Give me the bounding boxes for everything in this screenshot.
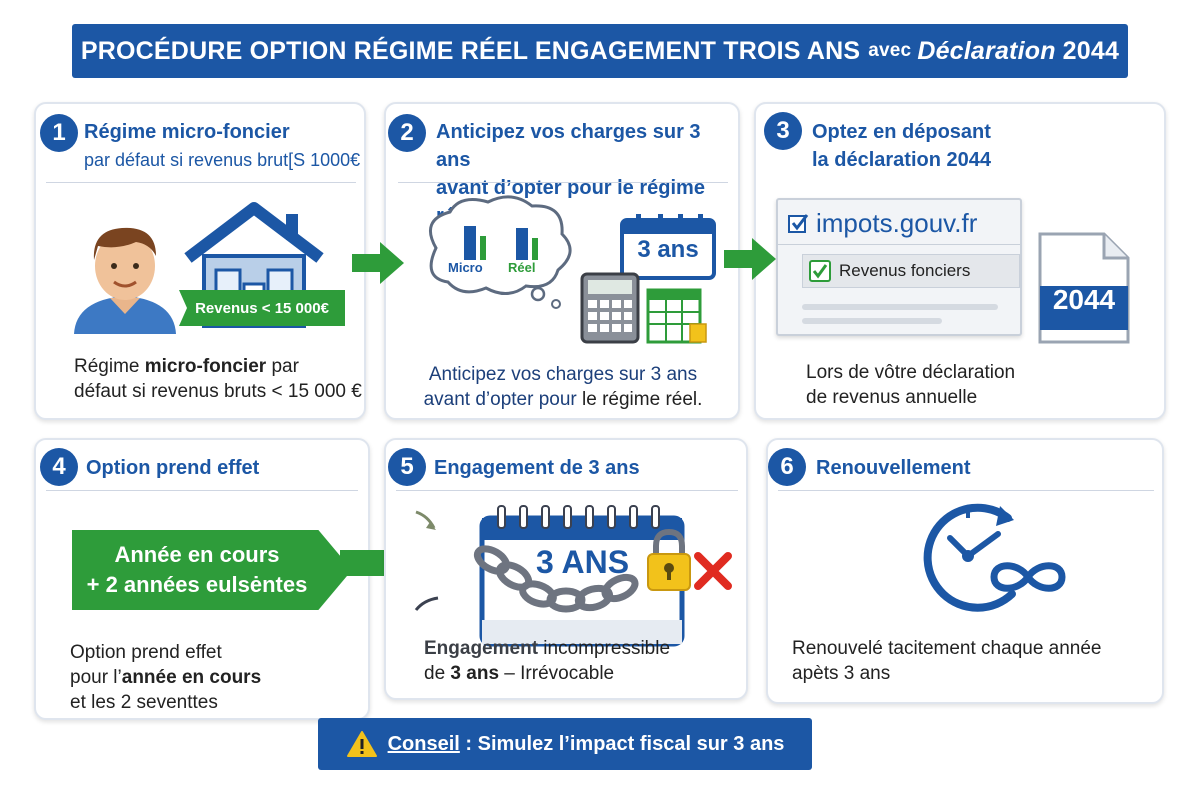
step-1-description: Régime micro-foncier par défaut si reven… — [74, 356, 362, 402]
step-2-divider — [398, 182, 728, 183]
spreadsheet-icon — [646, 288, 707, 344]
chain-icon — [473, 545, 639, 613]
checkbox-label: Revenus fonciers — [839, 261, 971, 280]
step-card-2: 2 Anticipez vos charges sur 3 ans avant … — [384, 102, 740, 420]
calendar-label: 3 ANS — [536, 544, 630, 580]
step-3-heading: Optez en déposant la déclaration 2044 — [812, 121, 991, 171]
step-number-5: 5 — [388, 448, 426, 486]
advice-text: : Simulez l’impact fiscal sur 3 ans — [459, 732, 785, 755]
step-number-3: 3 — [764, 112, 802, 150]
flow-arrow-2-3 — [724, 238, 776, 280]
step-4-description: Option prend effet pour l’année en cours… — [70, 642, 262, 713]
flag-check-icon — [788, 213, 809, 233]
warning-icon — [346, 731, 377, 757]
flow-arrow-1-2 — [352, 242, 404, 284]
step-number-6: 6 — [768, 448, 806, 486]
calendar-icon — [620, 214, 716, 280]
step-1-divider — [46, 182, 356, 183]
period-arrow: Année en cours + 2 années eulsėntes — [72, 530, 352, 610]
step-2-description: Anticipez vos charges sur 3 ans avant d’… — [423, 364, 703, 410]
document-icon — [1038, 232, 1130, 344]
calendar-label: 3 ans — [637, 236, 699, 263]
title-connector: avec — [868, 40, 912, 61]
step-5-divider — [396, 490, 738, 491]
clock-icon — [923, 503, 1016, 612]
man-avatar-icon — [74, 227, 176, 334]
calendar-icon — [479, 505, 685, 647]
step-4-divider — [46, 490, 358, 491]
page-title: PROCÉDURE OPTION RÉGIME RÉEL ENGAGEMENT … — [72, 24, 1128, 78]
step-6-heading: Renouvellement — [816, 457, 971, 479]
step-5-heading: Engagement de 3 ans — [434, 457, 640, 479]
calculator-icon — [580, 272, 640, 344]
step-card-4: 4 Option prend effet Année en cours + 2 … — [34, 438, 370, 720]
step-card-3: 3 Optez en déposant la déclaration 2044 … — [754, 102, 1166, 420]
site-name: impots.gouv.fr — [816, 208, 978, 238]
step-6-description: Renouvelé tacitement chaque année apèts … — [792, 638, 1102, 684]
revenue-badge: Revenus < 15 000€ — [179, 290, 345, 326]
bubble-label-reel: Réel — [508, 260, 536, 275]
title-doc: Déclaration — [917, 36, 1056, 65]
step-card-1: 1 Régime micro-foncier par défaut si rev… — [34, 102, 366, 420]
thought-bubble-icon — [428, 195, 572, 309]
step-4-heading: Option prend effet — [86, 457, 260, 479]
browser-window-icon: impots.gouv.fr Revenus fonciers — [776, 198, 1022, 336]
step-6-divider — [778, 490, 1154, 491]
step-3-description: Lors de vôtre déclaration de revenus ann… — [806, 362, 1016, 408]
step-card-5: 5 Engagement de 3 ans 3 ANS — [384, 438, 748, 700]
motion-mark-icon — [414, 510, 439, 611]
step-number-2: 2 — [388, 114, 426, 152]
bubble-label-micro: Micro — [448, 260, 483, 275]
revenus-fonciers-row: Revenus fonciers — [802, 254, 1020, 288]
step-number-1: 1 — [40, 114, 78, 152]
advice-label: Conseil — [387, 732, 460, 755]
checkbox-icon — [809, 260, 831, 282]
title-year: 2044 — [1062, 36, 1120, 65]
step-5-description: Engagement incompressible de 3 ans – Irr… — [424, 638, 671, 684]
advice-banner: Conseil : Simulez l’impact fiscal sur 3 … — [318, 718, 812, 770]
red-cross-icon — [694, 552, 732, 590]
padlock-icon — [647, 528, 691, 591]
step-number-4: 4 — [40, 448, 78, 486]
document-label: 2044 — [1052, 284, 1116, 315]
step-card-6: 6 Renouvellement Renouvelé tacitement ch… — [766, 438, 1164, 704]
title-main: PROCÉDURE OPTION RÉGIME RÉEL ENGAGEMENT … — [80, 36, 861, 65]
step-1-heading: Régime micro-foncier par défaut si reven… — [84, 121, 361, 170]
infinity-icon — [990, 562, 1066, 592]
